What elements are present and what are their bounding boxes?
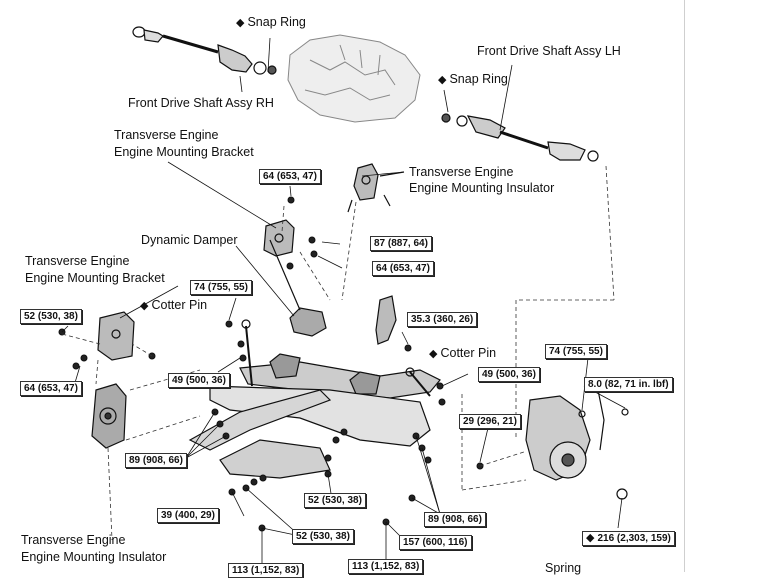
front-drive-shaft-lh-drawing — [441, 113, 599, 162]
insulator-top-label-line1: Transverse Engine — [409, 165, 514, 179]
bracket-top-drawing — [263, 219, 295, 257]
insulator-bottom-label-line2: Engine Mounting Insulator — [21, 550, 167, 564]
torque-box: 49 (500, 36) — [478, 367, 540, 382]
torque-box: 64 (653, 47) — [20, 381, 82, 396]
tie-rod-ends-drawing — [241, 319, 431, 397]
torque-box: 74 (755, 55) — [190, 280, 252, 295]
diamond-icon: ◆ — [429, 348, 438, 360]
torque-box: 52 (530, 38) — [292, 529, 354, 544]
torque-box: 52 (530, 38) — [20, 309, 82, 324]
cotter-pin-label-left: ◆Cotter Pin — [140, 298, 208, 312]
bracket-left-label-line1: Transverse Engine — [25, 254, 130, 268]
snap-ring-label-top: ◆Snap Ring — [236, 15, 306, 29]
diamond-icon: ◆ — [438, 74, 447, 86]
transaxle-sketch — [287, 34, 421, 123]
torque-box: 89 (908, 66) — [125, 453, 187, 468]
dynamic-damper-label: Dynamic Damper — [141, 233, 238, 247]
bracket-left-label-line2: Engine Mounting Bracket — [25, 271, 165, 285]
cotter-pin-label-right: ◆Cotter Pin — [429, 346, 497, 360]
snap-ring-label-mid: ◆Snap Ring — [438, 72, 508, 86]
insulator-left-drawing — [91, 383, 127, 449]
bracket-top-label-line2: Engine Mounting Bracket — [114, 145, 254, 159]
torque-box: 8.0 (82, 71 in. lbf) — [584, 377, 673, 392]
bracket-top-label-line1: Transverse Engine — [114, 128, 219, 142]
torque-box: 74 (755, 55) — [545, 344, 607, 359]
torque-box: 113 (1,152, 83) — [228, 563, 304, 578]
torque-box: 64 (653, 47) — [372, 261, 434, 276]
front-drive-shaft-lh-label: Front Drive Shaft Assy LH — [477, 44, 621, 58]
torque-box: 89 (908, 66) — [424, 512, 486, 527]
insulator-top-drawing — [347, 163, 405, 213]
insulator-top-label-line2: Engine Mounting Insulator — [409, 181, 555, 195]
torque-box: 87 (887, 64) — [370, 236, 432, 251]
diamond-icon: ◆ — [586, 532, 595, 544]
dynamic-damper-drawing — [269, 239, 327, 337]
suspension-crossmember-drawing — [188, 385, 431, 479]
front-drive-shaft-rh-label: Front Drive Shaft Assy RH — [128, 96, 274, 110]
torque-box: 39 (400, 29) — [157, 508, 219, 523]
page-edge-line — [684, 0, 685, 572]
steering-rack-drawing — [239, 295, 441, 399]
torque-box: 29 (296, 21) — [459, 414, 521, 429]
front-drive-shaft-rh-drawing — [132, 26, 277, 75]
torque-box: 52 (530, 38) — [304, 493, 366, 508]
torque-box: 64 (653, 47) — [259, 169, 321, 184]
diamond-icon: ◆ — [236, 17, 245, 29]
insulator-bottom-label-line1: Transverse Engine — [21, 533, 126, 547]
torque-box-with-diamond: ◆216 (2,303, 159) — [582, 531, 675, 546]
bracket-left-drawing — [97, 311, 135, 361]
steering-knuckle-drawing — [525, 389, 629, 500]
torque-box: 35.3 (360, 26) — [407, 312, 478, 327]
torque-box: 49 (500, 36) — [168, 373, 230, 388]
spring-label: Spring — [545, 561, 582, 575]
torque-box: 157 (600, 116) — [399, 535, 472, 550]
diamond-icon: ◆ — [140, 300, 149, 312]
